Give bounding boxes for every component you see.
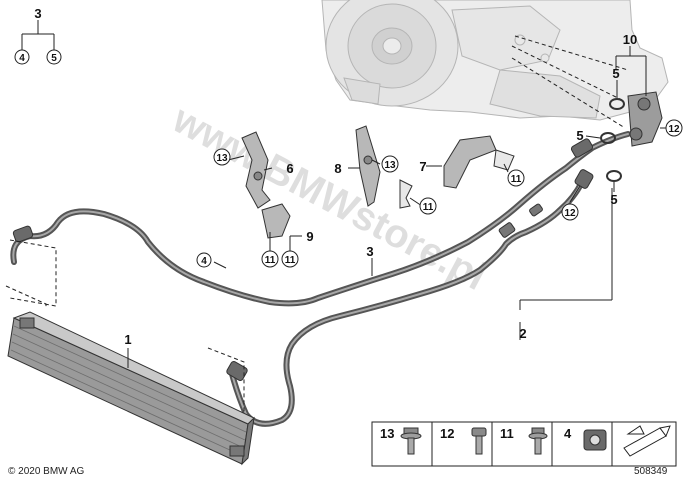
watermark-text: www.BMWstore.pl	[165, 97, 493, 299]
callout-labels: 3 4 5 1 2 3 4 5 5 5 6 7 8 9 10 13 13 11 …	[14, 6, 683, 347]
callout-13-left: 13	[216, 153, 228, 164]
callout-12-lower: 12	[564, 208, 576, 219]
callout-8: 8	[334, 161, 341, 176]
legend-item-4: 4	[564, 426, 607, 451]
legend-number-11: 11	[500, 426, 514, 441]
callout-10: 10	[623, 32, 637, 47]
callout-3: 3	[366, 244, 373, 259]
callout-leaders	[21, 20, 668, 368]
legend-number-4: 4	[564, 426, 572, 441]
bracket-6	[241, 131, 271, 209]
callout-5-middle: 5	[576, 128, 583, 143]
hose-lines	[10, 131, 631, 427]
callout-11-lower-left: 11	[265, 255, 276, 266]
callout-11-center: 11	[423, 202, 434, 213]
callout-12-upper: 12	[668, 124, 680, 135]
callout-4-legend: 4	[19, 53, 25, 64]
hex-bolt-icon	[471, 427, 487, 455]
transmission-illustration	[321, 0, 669, 121]
bracket-9	[261, 203, 291, 239]
callout-5-lower: 5	[610, 192, 617, 207]
legend-item-11: 11	[500, 426, 548, 455]
bracket-7	[399, 135, 515, 209]
callout-7: 7	[419, 159, 426, 174]
hose-clamp-icon	[583, 429, 607, 451]
oil-cooler	[7, 311, 255, 466]
callout-9: 9	[306, 229, 313, 244]
direction-arrow-icon	[623, 425, 671, 457]
sealing-rings	[600, 98, 625, 182]
collar-screw-icon	[528, 427, 548, 455]
parts-legend: 13 12 11 4	[371, 421, 677, 467]
port-fittings	[627, 91, 663, 147]
bracket-8	[355, 125, 381, 207]
callout-2: 2	[519, 326, 526, 341]
flange-bolt-icon	[400, 427, 422, 455]
copyright-text: © 2020 BMW AG	[8, 466, 85, 477]
callout-1: 1	[124, 332, 131, 347]
legend-number-13: 13	[380, 426, 394, 441]
callout-5-legend: 5	[51, 53, 57, 64]
image-number: 508349	[634, 466, 668, 477]
legend-item-13: 13	[380, 426, 422, 455]
callout-6: 6	[286, 161, 293, 176]
legend-item-12: 12	[440, 426, 487, 455]
callout-4: 4	[201, 256, 207, 267]
callout-11-lower-right: 11	[285, 255, 296, 266]
callout-13-right: 13	[384, 160, 396, 171]
legend-number-12: 12	[440, 426, 454, 441]
transmission-leaders	[511, 35, 629, 129]
callout-3-legend: 3	[34, 6, 41, 21]
callout-11-right: 11	[511, 174, 522, 185]
callout-5-upper: 5	[612, 66, 619, 81]
